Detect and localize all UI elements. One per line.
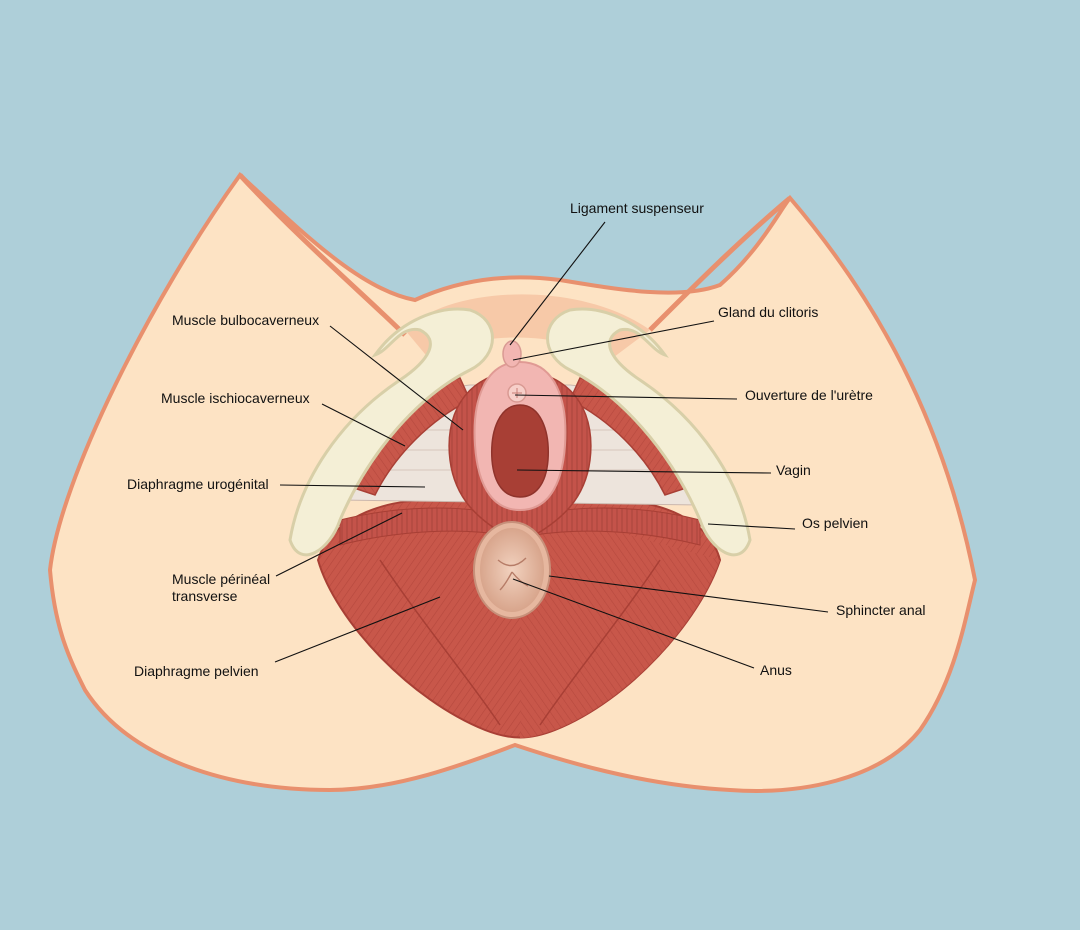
labels: Ligament suspenseur Gland du clitoris Mu… [127, 200, 926, 679]
label-vagin: Vagin [776, 462, 811, 478]
label-anus: Anus [760, 662, 792, 678]
label-os-pelvien: Os pelvien [802, 515, 868, 531]
label-muscle-perineal-transverse: transverse [172, 588, 238, 604]
pelvic-bones [288, 307, 752, 557]
label-muscle-perineal: Muscle périnéal [172, 571, 270, 587]
label-ligament-suspenseur: Ligament suspenseur [570, 200, 704, 216]
label-ouverture-uretre: Ouverture de l'urètre [745, 387, 873, 403]
label-gland-du-clitoris: Gland du clitoris [718, 304, 818, 320]
label-sphincter-anal: Sphincter anal [836, 602, 926, 618]
transverse-perineal-muscles [339, 507, 701, 546]
label-muscle-ischiocaverneux: Muscle ischiocaverneux [161, 390, 310, 406]
label-muscle-bulbocaverneux: Muscle bulbocaverneux [172, 312, 319, 328]
label-diaphragme-urogenital: Diaphragme urogénital [127, 476, 269, 492]
vulva [473, 340, 567, 512]
vaginal-opening [491, 404, 549, 498]
clitoris-glans [502, 340, 522, 368]
pelvic-diaphragm [316, 499, 722, 739]
label-diaphragme-pelvien: Diaphragme pelvien [134, 663, 259, 679]
leader-lines [274, 221, 829, 669]
anus [480, 528, 544, 612]
anal-sphincter [473, 521, 551, 619]
